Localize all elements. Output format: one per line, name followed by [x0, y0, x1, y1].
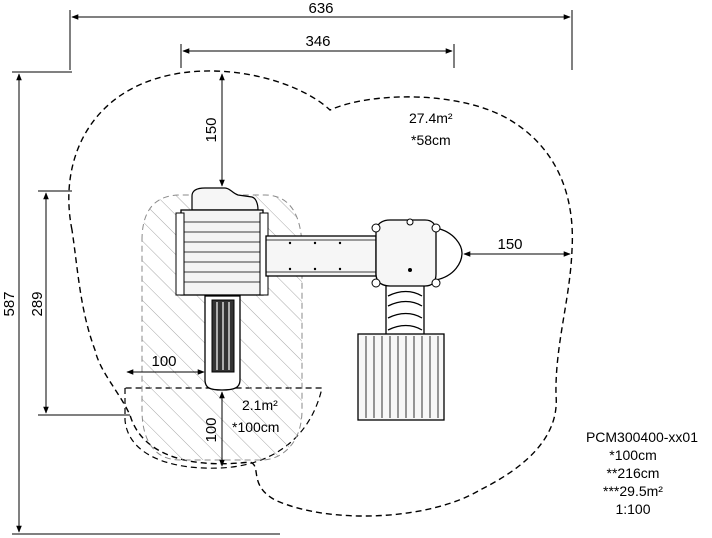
tower-post-left	[175, 212, 185, 296]
dimension-overall-width	[69, 10, 573, 70]
slide-safety-zone-outline	[124, 387, 323, 469]
overall-width-label: 636	[308, 0, 333, 17]
slide	[204, 295, 241, 391]
right-clearance-label: 150	[497, 236, 522, 253]
right-tower-half-round	[435, 227, 463, 281]
left-tower	[175, 187, 269, 296]
climbing-ladder	[385, 286, 425, 336]
main-fall-height-label: *58cm	[411, 132, 451, 148]
bridge-deck	[265, 235, 377, 277]
product-free-height: **216cm	[606, 465, 660, 481]
dimension-inner-width	[180, 44, 455, 68]
product-info-block: PCM300400-xx01 *100cm **216cm ***29.5m² …	[498, 428, 698, 518]
inner-width-label: 346	[305, 33, 330, 50]
dimension-overall-height	[12, 71, 280, 535]
slide-area-label: 2.1m²	[242, 397, 278, 413]
tower-deck-planks	[184, 221, 260, 283]
main-area-label: 27.4m²	[409, 110, 453, 126]
dimension-inner-height	[38, 190, 130, 416]
slide-fall-height-label: *100cm	[232, 419, 279, 435]
tower-roof-panel	[191, 187, 259, 211]
inner-height-label: 289	[29, 291, 46, 316]
slide-end-clearance-label: 100	[203, 417, 220, 442]
top-clearance-label: 150	[203, 117, 220, 142]
bridge	[265, 235, 377, 277]
product-height: *100cm	[609, 447, 657, 463]
tower-platform	[180, 209, 264, 296]
product-code: PCM300400-xx01	[585, 429, 698, 445]
overall-height-label: 587	[1, 291, 18, 316]
drawing-scale: 1:100	[615, 501, 651, 517]
product-total-area: ***29.5m²	[603, 483, 663, 499]
sandbox-panel	[357, 333, 445, 421]
right-tower-platform	[375, 219, 437, 287]
right-tower	[371, 218, 463, 288]
slide-side-clearance-label: 100	[151, 353, 176, 370]
